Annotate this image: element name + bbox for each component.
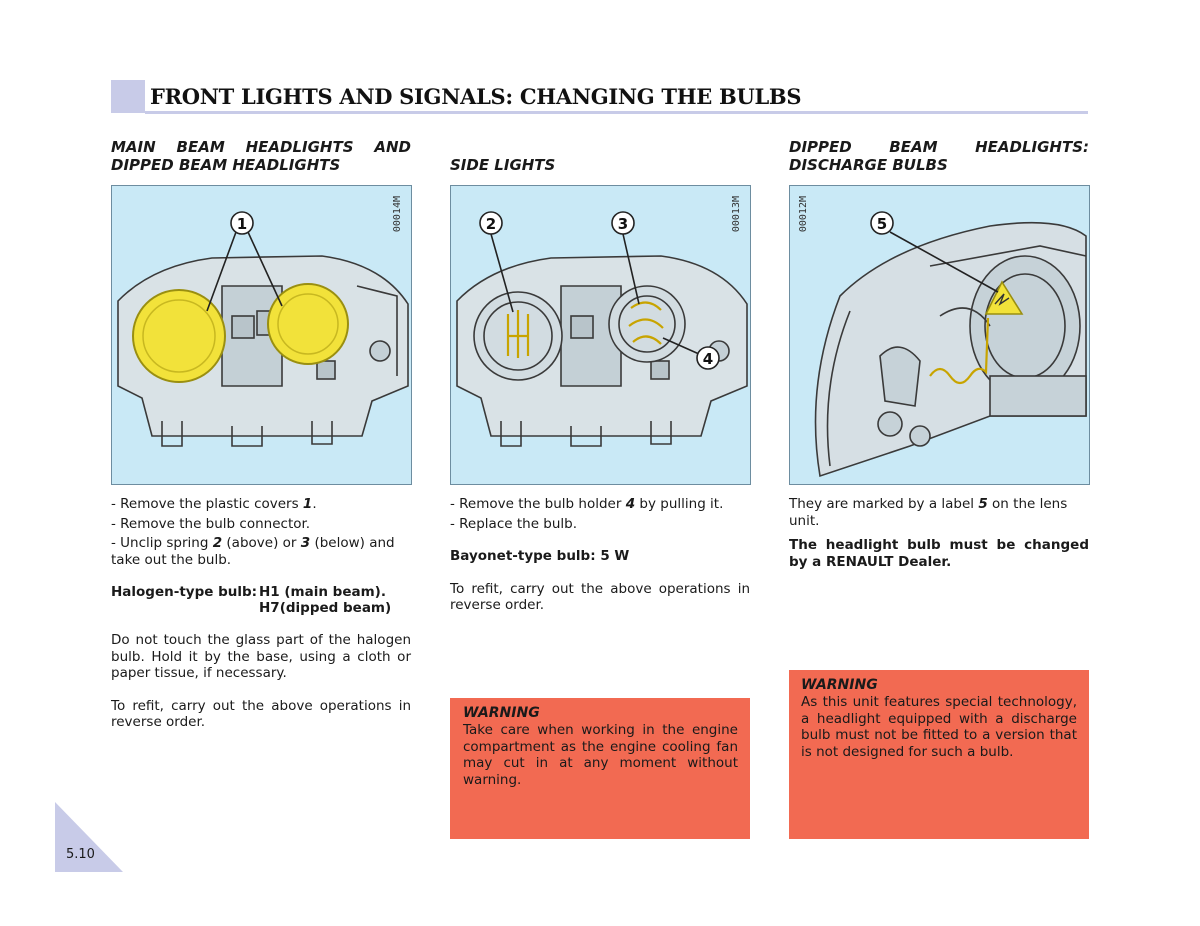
halogen-bulb-spec: Halogen-type bulb: H1 (main beam). H7(di… — [111, 584, 392, 616]
figure-code: 00014M — [392, 196, 403, 233]
step-replace-bulb: - Replace the bulb. — [450, 515, 578, 532]
section-side-lights-title: SIDE LIGHTS — [450, 156, 750, 174]
side-lights-instructions: - Remove the bulb holder 4 by pulling it… — [450, 496, 750, 614]
warning-box-fan: WARNING Take care when working in the en… — [450, 698, 750, 839]
callout-5: 5 — [877, 215, 887, 233]
warning-text: As this unit features special technology… — [801, 694, 1077, 760]
step-remove-covers: - Remove the plastic covers 1. — [111, 496, 317, 512]
page-number: 5.10 — [66, 847, 95, 862]
section-title-line2: DISCHARGE BULBS — [789, 156, 948, 174]
headlight-figure-main-beam: 1 00014M — [111, 185, 412, 485]
headlight-figure-side-lights: 2 3 4 00013M — [450, 185, 751, 485]
callout-3: 3 — [618, 215, 628, 233]
discharge-instructions: They are marked by a label 5 on the lens… — [789, 496, 1089, 570]
header-tab — [111, 80, 145, 113]
warning-title: WARNING — [801, 677, 878, 693]
halogen-note: Do not touch the glass part of the halog… — [111, 632, 411, 681]
refit-note: To refit, carry out the above operations… — [450, 580, 750, 614]
figure-code: 00012M — [798, 196, 809, 233]
step-remove-connector: - Remove the bulb connector. — [111, 515, 311, 532]
label-note: They are marked by a label 5 on the lens… — [789, 496, 1068, 529]
dealer-note: The headlight bulb must be changed by a … — [789, 537, 1089, 570]
headlight-figure-discharge: 5 00012M — [789, 185, 1090, 485]
section-title-line2: DIPPED BEAM HEADLIGHTS — [111, 156, 341, 174]
figure-code: 00013M — [731, 196, 742, 233]
page-title: FRONT LIGHTS AND SIGNALS: CHANGING THE B… — [150, 84, 802, 109]
header-rule — [145, 111, 1088, 114]
section-main-beam-title: MAIN BEAM HEADLIGHTS AND DIPPED BEAM HEA… — [111, 138, 411, 174]
warning-box-discharge: WARNING As this unit features special te… — [789, 670, 1089, 839]
page-corner-tab — [55, 802, 123, 872]
section-title: SIDE LIGHTS — [450, 156, 556, 174]
section-title-line1: DIPPED BEAM HEADLIGHTS: — [789, 138, 1089, 156]
callout-1: 1 — [237, 215, 247, 233]
step-remove-holder: - Remove the bulb holder 4 by pulling it… — [450, 496, 724, 512]
step-unclip-spring: - Unclip spring 2 (above) or 3 (below) a… — [111, 535, 395, 568]
warning-title: WARNING — [463, 705, 540, 721]
callout-4: 4 — [703, 350, 713, 368]
section-title-line1: MAIN BEAM HEADLIGHTS AND — [111, 138, 411, 156]
warning-text: Take care when working in the engine com… — [463, 722, 738, 788]
section-discharge-title: DIPPED BEAM HEADLIGHTS: DISCHARGE BULBS — [789, 138, 1089, 174]
callout-2: 2 — [486, 215, 496, 233]
bayonet-bulb-spec: Bayonet-type bulb: 5 W — [450, 548, 630, 564]
main-beam-instructions: - Remove the plastic covers 1. - Remove … — [111, 496, 411, 731]
refit-note: To refit, carry out the above operations… — [111, 697, 411, 731]
